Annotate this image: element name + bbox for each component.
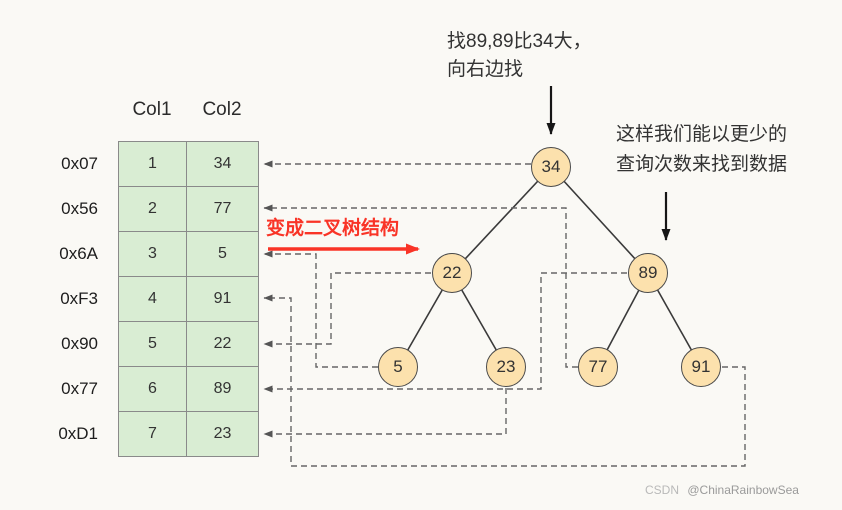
tree-node-34: 34 — [531, 147, 571, 187]
top-annotation: 找89,89比34大， 向右边找 — [447, 28, 592, 84]
cell-col1: 1 — [118, 141, 187, 187]
right-annotation: 这样我们能以更少的 查询次数来找到数据 — [616, 120, 787, 180]
top-annotation-line1: 找89,89比34大， — [447, 31, 592, 52]
table-header-col2: Col2 — [202, 99, 242, 120]
tree-node-89: 89 — [628, 253, 668, 293]
cell-col2: 23 — [186, 411, 259, 457]
connector-23-row7 — [263, 388, 507, 438]
table-header-col1: Col1 — [132, 99, 172, 120]
cell-col1: 5 — [118, 321, 187, 367]
right-annotation-line1: 这样我们能以更少的 — [616, 124, 788, 145]
transform-label: 变成二叉树结构 — [266, 218, 400, 239]
connector-77-row2 — [263, 204, 578, 368]
cell-col1: 7 — [118, 411, 187, 457]
table-row: 6 89 — [118, 366, 259, 412]
address-label: 0x77 — [61, 378, 98, 398]
address-label: 0xF3 — [60, 288, 98, 308]
watermark-user: @ChinaRainbowSea — [687, 483, 799, 497]
tree-node-91: 91 — [681, 347, 721, 387]
edge-34-89 — [550, 166, 649, 274]
address-label: 0x56 — [61, 198, 98, 218]
table-row: 1 34 — [118, 141, 259, 187]
watermark: CSDN @ChinaRainbowSea — [645, 483, 799, 497]
cell-col1: 4 — [118, 276, 187, 322]
cell-col2: 91 — [186, 276, 259, 322]
memory-table: 1 34 2 77 3 5 4 91 5 22 6 89 — [118, 141, 259, 457]
watermark-brand: CSDN — [645, 483, 680, 497]
address-label: 0x6A — [59, 243, 98, 263]
table-row: 3 5 — [118, 231, 259, 277]
right-annotation-line2: 查询次数来找到数据 — [616, 154, 788, 175]
cell-col2: 22 — [186, 321, 259, 367]
tree-node-5: 5 — [378, 347, 418, 387]
cell-col2: 5 — [186, 231, 259, 277]
cell-col1: 3 — [118, 231, 187, 277]
edge-34-22 — [451, 166, 552, 274]
table-row: 4 91 — [118, 276, 259, 322]
cell-col2: 89 — [186, 366, 259, 412]
node-row-connectors — [263, 160, 746, 467]
connector-89-row6 — [263, 272, 627, 393]
address-label: 0x90 — [61, 333, 98, 353]
cell-col1: 2 — [118, 186, 187, 232]
address-column: 0x07 0x56 0x6A 0xF3 0x90 0x77 0xD1 — [28, 141, 98, 456]
tree-node-77: 77 — [578, 347, 618, 387]
address-label: 0x07 — [61, 153, 98, 173]
table-row: 2 77 — [118, 186, 259, 232]
connector-22-row5 — [263, 272, 431, 348]
cell-col2: 77 — [186, 186, 259, 232]
top-annotation-line2: 向右边找 — [447, 59, 524, 80]
table-row: 5 22 — [118, 321, 259, 367]
cell-col1: 6 — [118, 366, 187, 412]
cell-col2: 34 — [186, 141, 259, 187]
tree-node-22: 22 — [432, 253, 472, 293]
address-label: 0xD1 — [58, 423, 98, 443]
table-row: 7 23 — [118, 411, 259, 457]
tree-node-23: 23 — [486, 347, 526, 387]
connector-5-row3 — [263, 250, 378, 368]
